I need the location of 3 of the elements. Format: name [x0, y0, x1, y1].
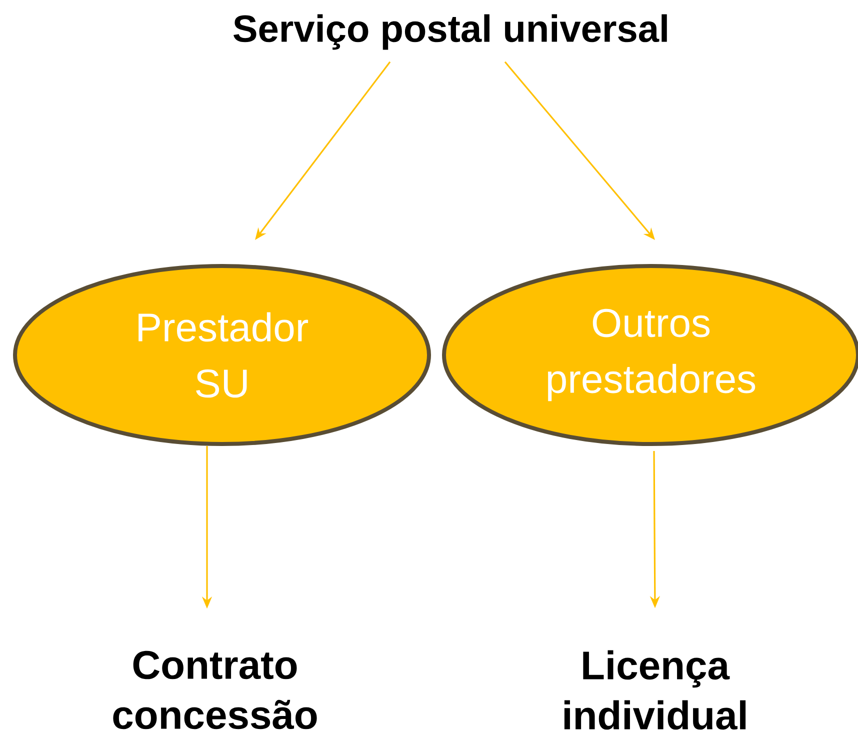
title-text: Serviço postal universal	[234, 14, 667, 50]
result-text: Contrato concessão	[113, 650, 317, 730]
result-text: Licença individual	[564, 650, 746, 730]
